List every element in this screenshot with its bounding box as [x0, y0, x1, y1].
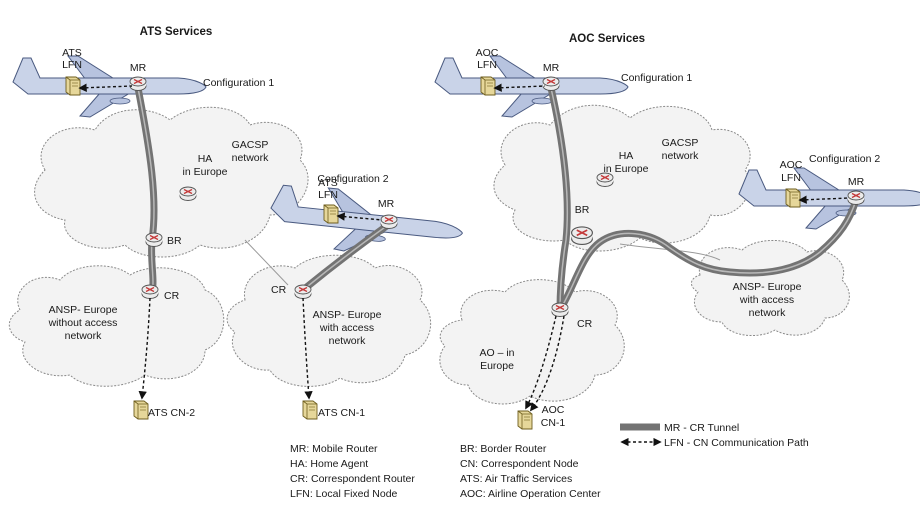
ats-ha-router-icon	[179, 186, 197, 202]
ats-cn1-host-icon	[302, 400, 318, 420]
abbr-left-item: MR: Mobile Router	[290, 443, 378, 455]
ats-ansp-with-cloud	[226, 254, 432, 387]
ats-ansp1-label-3: network	[65, 330, 103, 342]
aoc-ha-label-1: HA	[619, 150, 634, 162]
ats-lfn2-host-icon	[323, 204, 339, 224]
ats-lfn2-label-2: LFN	[318, 189, 338, 201]
ats-path-lfn2-mr2	[336, 212, 383, 221]
ats-ansp2-label-1: ANSP- Europe	[313, 309, 382, 321]
aoc-cn-label-2: CN-1	[541, 417, 566, 429]
ats-network-link	[244, 239, 289, 286]
aoc-lfn2-label-2: LFN	[781, 172, 801, 184]
aoc-br-label: BR	[575, 204, 590, 216]
aoc-path-lfn2-mr2	[798, 195, 850, 204]
ats-gacsp-label-1: GACSP	[232, 139, 269, 151]
aoc-cr-router-icon	[551, 302, 569, 318]
aoc-mr2-label: MR	[848, 176, 865, 188]
abbreviations-right: BR: Border Router CN: Correspondent Node…	[460, 443, 601, 500]
ats-ha-label-2: in Europe	[183, 166, 228, 178]
ats-br-label: BR	[167, 235, 182, 247]
legend-tunnel-label: MR - CR Tunnel	[664, 422, 739, 434]
aoc-gacsp-label-2: network	[662, 150, 700, 162]
ats-cr1-router-icon	[141, 284, 159, 300]
abbr-right-item: CN: Correspondent Node	[460, 458, 579, 470]
ats-config2-label: Configuration 2	[317, 173, 388, 185]
aoc-ha-label-2: in Europe	[604, 163, 649, 175]
ats-mr1-label: MR	[130, 62, 147, 74]
ats-lfn2-label-1: ATS	[318, 177, 338, 189]
ats-config1-label: Configuration 1	[203, 77, 274, 89]
aoc-config2-label: Configuration 2	[809, 153, 880, 165]
aoc-cr-label: CR	[577, 318, 593, 330]
aoc-lfn1-label-2: LFN	[477, 59, 497, 71]
ats-cr1-label: CR	[164, 290, 180, 302]
ats-cr2-router-icon	[294, 284, 312, 300]
aoc-gacsp-cloud	[493, 104, 751, 252]
aoc-cn-label-1: AOC	[542, 404, 565, 416]
aoc-config1-label: Configuration 1	[621, 72, 692, 84]
ats-cn2-label: ATS CN-2	[148, 407, 195, 419]
legend: MR - CR Tunnel LFN - CN Communication Pa…	[620, 422, 809, 449]
ats-lfn1-label-1: ATS	[62, 47, 82, 59]
ats-lfn1-label-2: LFN	[62, 59, 82, 71]
ats-lfn1-host-icon	[65, 76, 81, 96]
ats-br-router-icon	[145, 232, 163, 248]
aoc-ansp-label-2: with access	[739, 294, 794, 306]
aoc-lfn2-label-1: AOC	[780, 159, 803, 171]
abbr-right-item: BR: Border Router	[460, 443, 547, 455]
aoc-gacsp-label-1: GACSP	[662, 137, 699, 149]
abbr-right-item: AOC: Airline Operation Center	[460, 488, 601, 500]
ats-title: ATS Services	[140, 26, 213, 38]
ats-mr2-label: MR	[378, 198, 395, 210]
aoc-mr1-router-icon	[542, 76, 560, 92]
aoc-ao-label-1: AO – in	[479, 347, 514, 359]
ats-mr2-router-icon	[380, 214, 398, 230]
abbr-left-item: CR: Correspondent Router	[290, 473, 415, 485]
ats-cn2-host-icon	[133, 400, 149, 420]
aoc-mr2-router-icon	[847, 190, 865, 206]
aoc-ao-cloud	[439, 279, 625, 405]
aoc-lfn1-label-1: AOC	[476, 47, 499, 59]
abbr-right-item: ATS: Air Traffic Services	[460, 473, 572, 485]
aoc-mr1-label: MR	[543, 62, 560, 74]
ats-cn1-label: ATS CN-1	[318, 407, 365, 419]
aoc-cn-host-icon	[517, 410, 533, 430]
aoc-ao-label-2: Europe	[480, 360, 514, 372]
aoc-ansp-label-1: ANSP- Europe	[733, 281, 802, 293]
ats-path-cr2-cn1	[302, 297, 313, 400]
ats-cr2-label: CR	[271, 284, 287, 296]
ats-ansp2-label-3: network	[329, 335, 367, 347]
abbr-left-item: HA: Home Agent	[290, 458, 368, 470]
aoc-path-lfn1-mr1	[493, 83, 546, 92]
ats-ha-label-1: HA	[198, 153, 213, 165]
aoc-ansp-label-3: network	[749, 307, 787, 319]
aoc-ansp-cloud	[691, 239, 850, 336]
ats-path-cr1-cn2	[138, 297, 151, 400]
aoc-br-router-icon	[570, 226, 594, 246]
aoc-path-cr-cn-1	[525, 315, 557, 410]
abbreviations-left: MR: Mobile Router HA: Home Agent CR: Cor…	[290, 443, 415, 500]
aoc-path-cr-cn-2	[529, 315, 565, 412]
aoc-ha-router-icon	[596, 172, 614, 188]
ats-ansp1-label-2: without access	[48, 317, 118, 329]
aoc-lfn1-host-icon	[480, 76, 496, 96]
ats-gacsp-cloud	[34, 106, 309, 258]
ats-ansp1-label-1: ANSP- Europe	[49, 304, 118, 316]
ats-ansp-without-cloud	[8, 265, 225, 387]
ats-mr1-router-icon	[129, 76, 147, 92]
aoc-title: AOC Services	[569, 33, 645, 45]
ats-ansp2-label-2: with access	[319, 322, 374, 334]
abbr-left-item: LFN: Local Fixed Node	[290, 488, 398, 500]
legend-path-label: LFN - CN Communication Path	[664, 437, 809, 449]
aoc-lfn2-host-icon	[785, 188, 801, 208]
ats-gacsp-label-2: network	[232, 152, 270, 164]
